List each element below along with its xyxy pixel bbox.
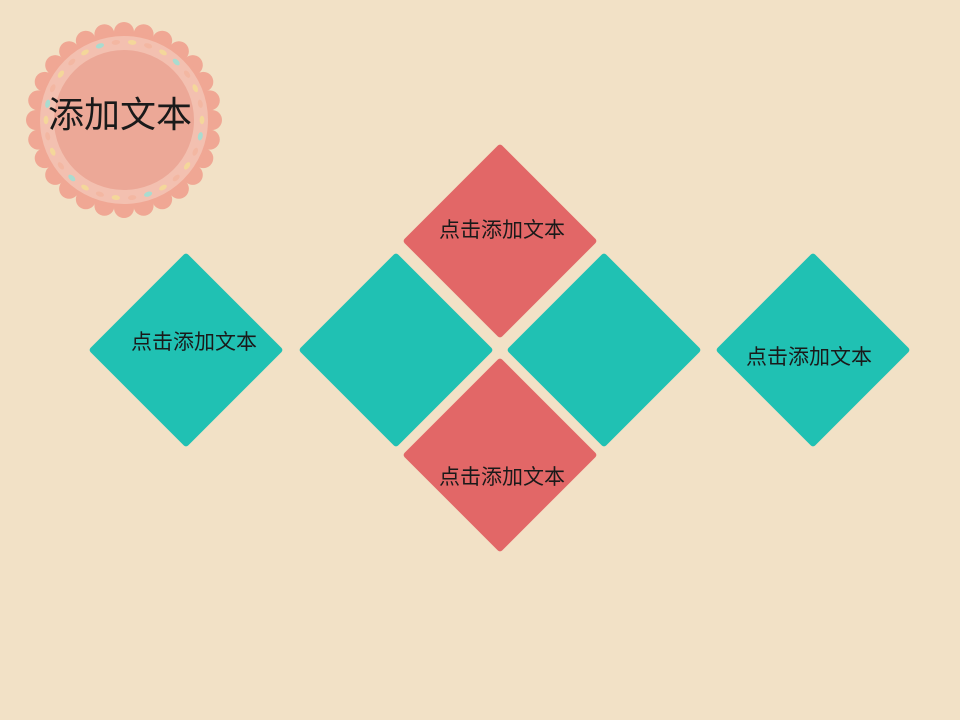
badge-dot	[95, 191, 104, 197]
diamond-left-label[interactable]: 点击添加文本	[131, 330, 257, 354]
badge-dot	[159, 184, 167, 191]
badge-dot	[111, 40, 121, 45]
badge-dot	[144, 43, 153, 49]
badge-dot	[45, 99, 51, 108]
diamond-right-label[interactable]: 点击添加文本	[746, 345, 872, 369]
badge-dot	[111, 195, 121, 200]
badge-dot	[144, 191, 153, 197]
badge-dot	[68, 174, 76, 182]
badge-dot	[183, 70, 191, 78]
badge-inner-circle	[54, 50, 194, 190]
badge-dot	[49, 147, 56, 156]
badge-dot	[199, 115, 205, 125]
badge-dot	[95, 43, 104, 49]
badge-dot	[57, 70, 65, 78]
badge-dot	[127, 195, 137, 200]
badge-dot	[192, 147, 199, 156]
badge-dot	[159, 49, 167, 56]
badge-dot	[43, 115, 49, 125]
badge-dot	[192, 84, 199, 93]
badge-dot	[68, 58, 76, 66]
badge-scalloped-circle-icon	[26, 22, 222, 218]
badge-dot	[81, 49, 89, 56]
badge-dot	[183, 162, 191, 170]
diamond-top-label[interactable]: 点击添加文本	[439, 218, 565, 242]
diamond-bottom-label[interactable]: 点击添加文本	[439, 465, 565, 489]
badge-dot	[172, 58, 180, 66]
badge-dot	[197, 99, 203, 108]
badge-dot	[197, 132, 203, 141]
badge-dot	[45, 132, 51, 141]
badge-dot	[172, 174, 180, 182]
badge-title[interactable]: 添加文本	[48, 95, 193, 136]
badge-dot	[49, 84, 56, 93]
badge-dot	[127, 40, 137, 45]
badge-dot	[57, 162, 65, 170]
badge-dot	[81, 184, 89, 191]
